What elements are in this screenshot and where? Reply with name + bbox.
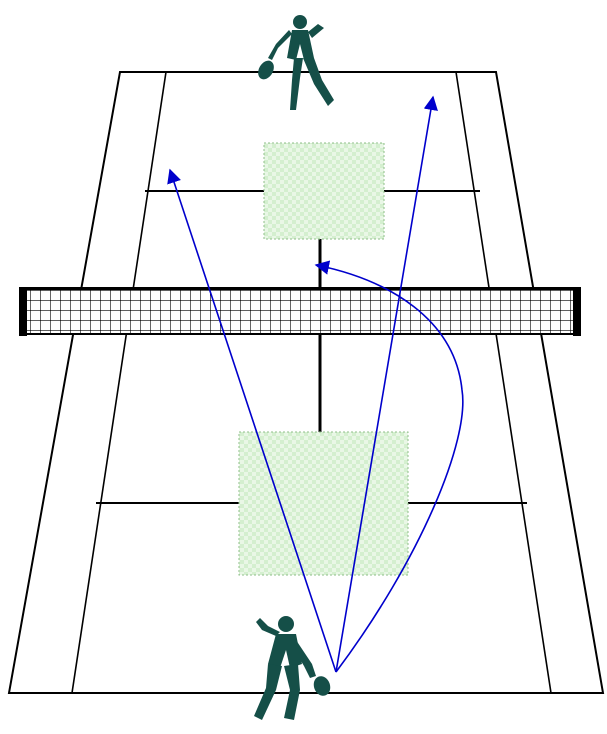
right-net-post [573,287,581,336]
far-player [258,15,334,110]
near-service-target-zone [238,431,409,576]
shot-paths [167,95,464,673]
net-mesh [25,287,575,335]
shot-to-far-right-deep [335,95,438,673]
right-singles-sideline [455,71,552,694]
near-player [254,616,331,720]
left-net-post [19,287,27,336]
shot-curved-to-far-service-t [314,260,464,673]
left-singles-sideline [71,71,167,694]
net [19,287,581,336]
player-silhouette-icon [258,15,334,110]
court-outline [7,71,605,694]
shot-to-far-left-deep [167,168,337,673]
far-service-target-zone [263,142,385,240]
player-silhouette-icon [254,616,331,720]
